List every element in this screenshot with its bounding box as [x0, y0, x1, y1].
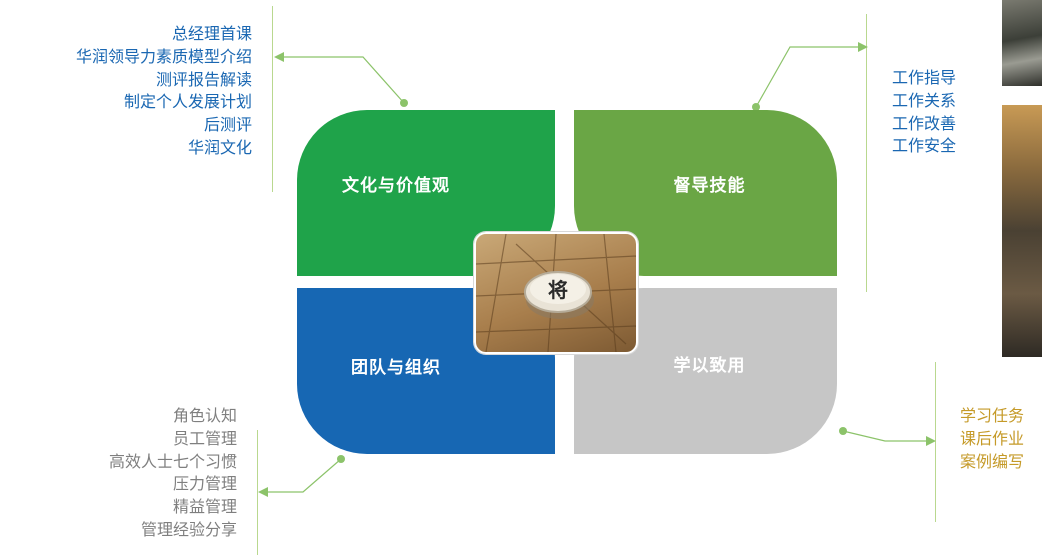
arrowhead-top-left [274, 52, 284, 62]
list-item: 角色认知 [172, 406, 237, 425]
list-item: 工作指导 [892, 68, 957, 87]
list-item: 华润领导力素质模型介绍 [75, 46, 252, 66]
arrowhead-bottom-right [926, 436, 936, 446]
quadrant-label: 督导技能 [673, 175, 746, 196]
list-item: 员工管理 [172, 428, 237, 448]
connector-dot-bottom-left [337, 455, 345, 463]
list-apply-learning: 学习任务 课后作业 案例编写 [960, 405, 1024, 473]
list-item: 管理经验分享 [140, 519, 237, 539]
list-culture-values: 总经理首课 华润领导力素质模型介绍 测评报告解读 制定个人发展计划 后测评 华润… [76, 23, 252, 160]
arrowhead-top-right [858, 42, 868, 52]
list-item: 精益管理 [172, 497, 237, 517]
connector-dot-top-right [752, 103, 760, 111]
list-item: 工作改善 [892, 113, 957, 133]
list-item: 华润文化 [187, 137, 252, 157]
chess-board-illustration: 将 [476, 234, 636, 352]
side-photo-top [1002, 0, 1042, 86]
quadrant-label: 文化与价值观 [342, 175, 450, 196]
list-team-organization: 角色认知 员工管理 高效人士七个习惯 压力管理 精益管理 管理经验分享 [109, 405, 237, 542]
list-item: 制定个人发展计划 [123, 92, 252, 112]
connector-top-left [283, 56, 405, 104]
connector-dot-bottom-right [839, 427, 847, 435]
list-item: 测评报告解读 [155, 69, 252, 89]
side-photo-bottom [1002, 105, 1042, 357]
arrowhead-bottom-left [258, 487, 268, 497]
connector-dot-top-left [400, 99, 408, 107]
list-item: 案例编写 [960, 451, 1025, 471]
chess-piece-image: 将 [474, 232, 638, 354]
bracket-top-right [866, 14, 867, 292]
list-item: 压力管理 [172, 474, 237, 494]
bracket-bottom-right [935, 362, 936, 522]
list-item: 后测评 [203, 115, 252, 135]
list-item: 工作关系 [892, 90, 957, 110]
bracket-top-left [272, 6, 273, 192]
quadrant-label: 学以致用 [673, 355, 746, 376]
list-item: 总经理首课 [171, 24, 252, 43]
connector-top-right [755, 46, 860, 108]
list-supervision-skills: 工作指导 工作关系 工作改善 工作安全 [892, 67, 956, 158]
list-item: 课后作业 [960, 428, 1025, 448]
list-item: 学习任务 [960, 406, 1025, 425]
connector-bottom-right [842, 430, 928, 442]
list-item: 高效人士七个习惯 [108, 451, 237, 471]
list-item: 工作安全 [892, 136, 957, 156]
quadrant-label: 团队与组织 [351, 357, 441, 378]
chess-piece-label: 将 [548, 278, 568, 302]
connector-bottom-left [266, 458, 342, 493]
bracket-bottom-left [257, 430, 258, 555]
